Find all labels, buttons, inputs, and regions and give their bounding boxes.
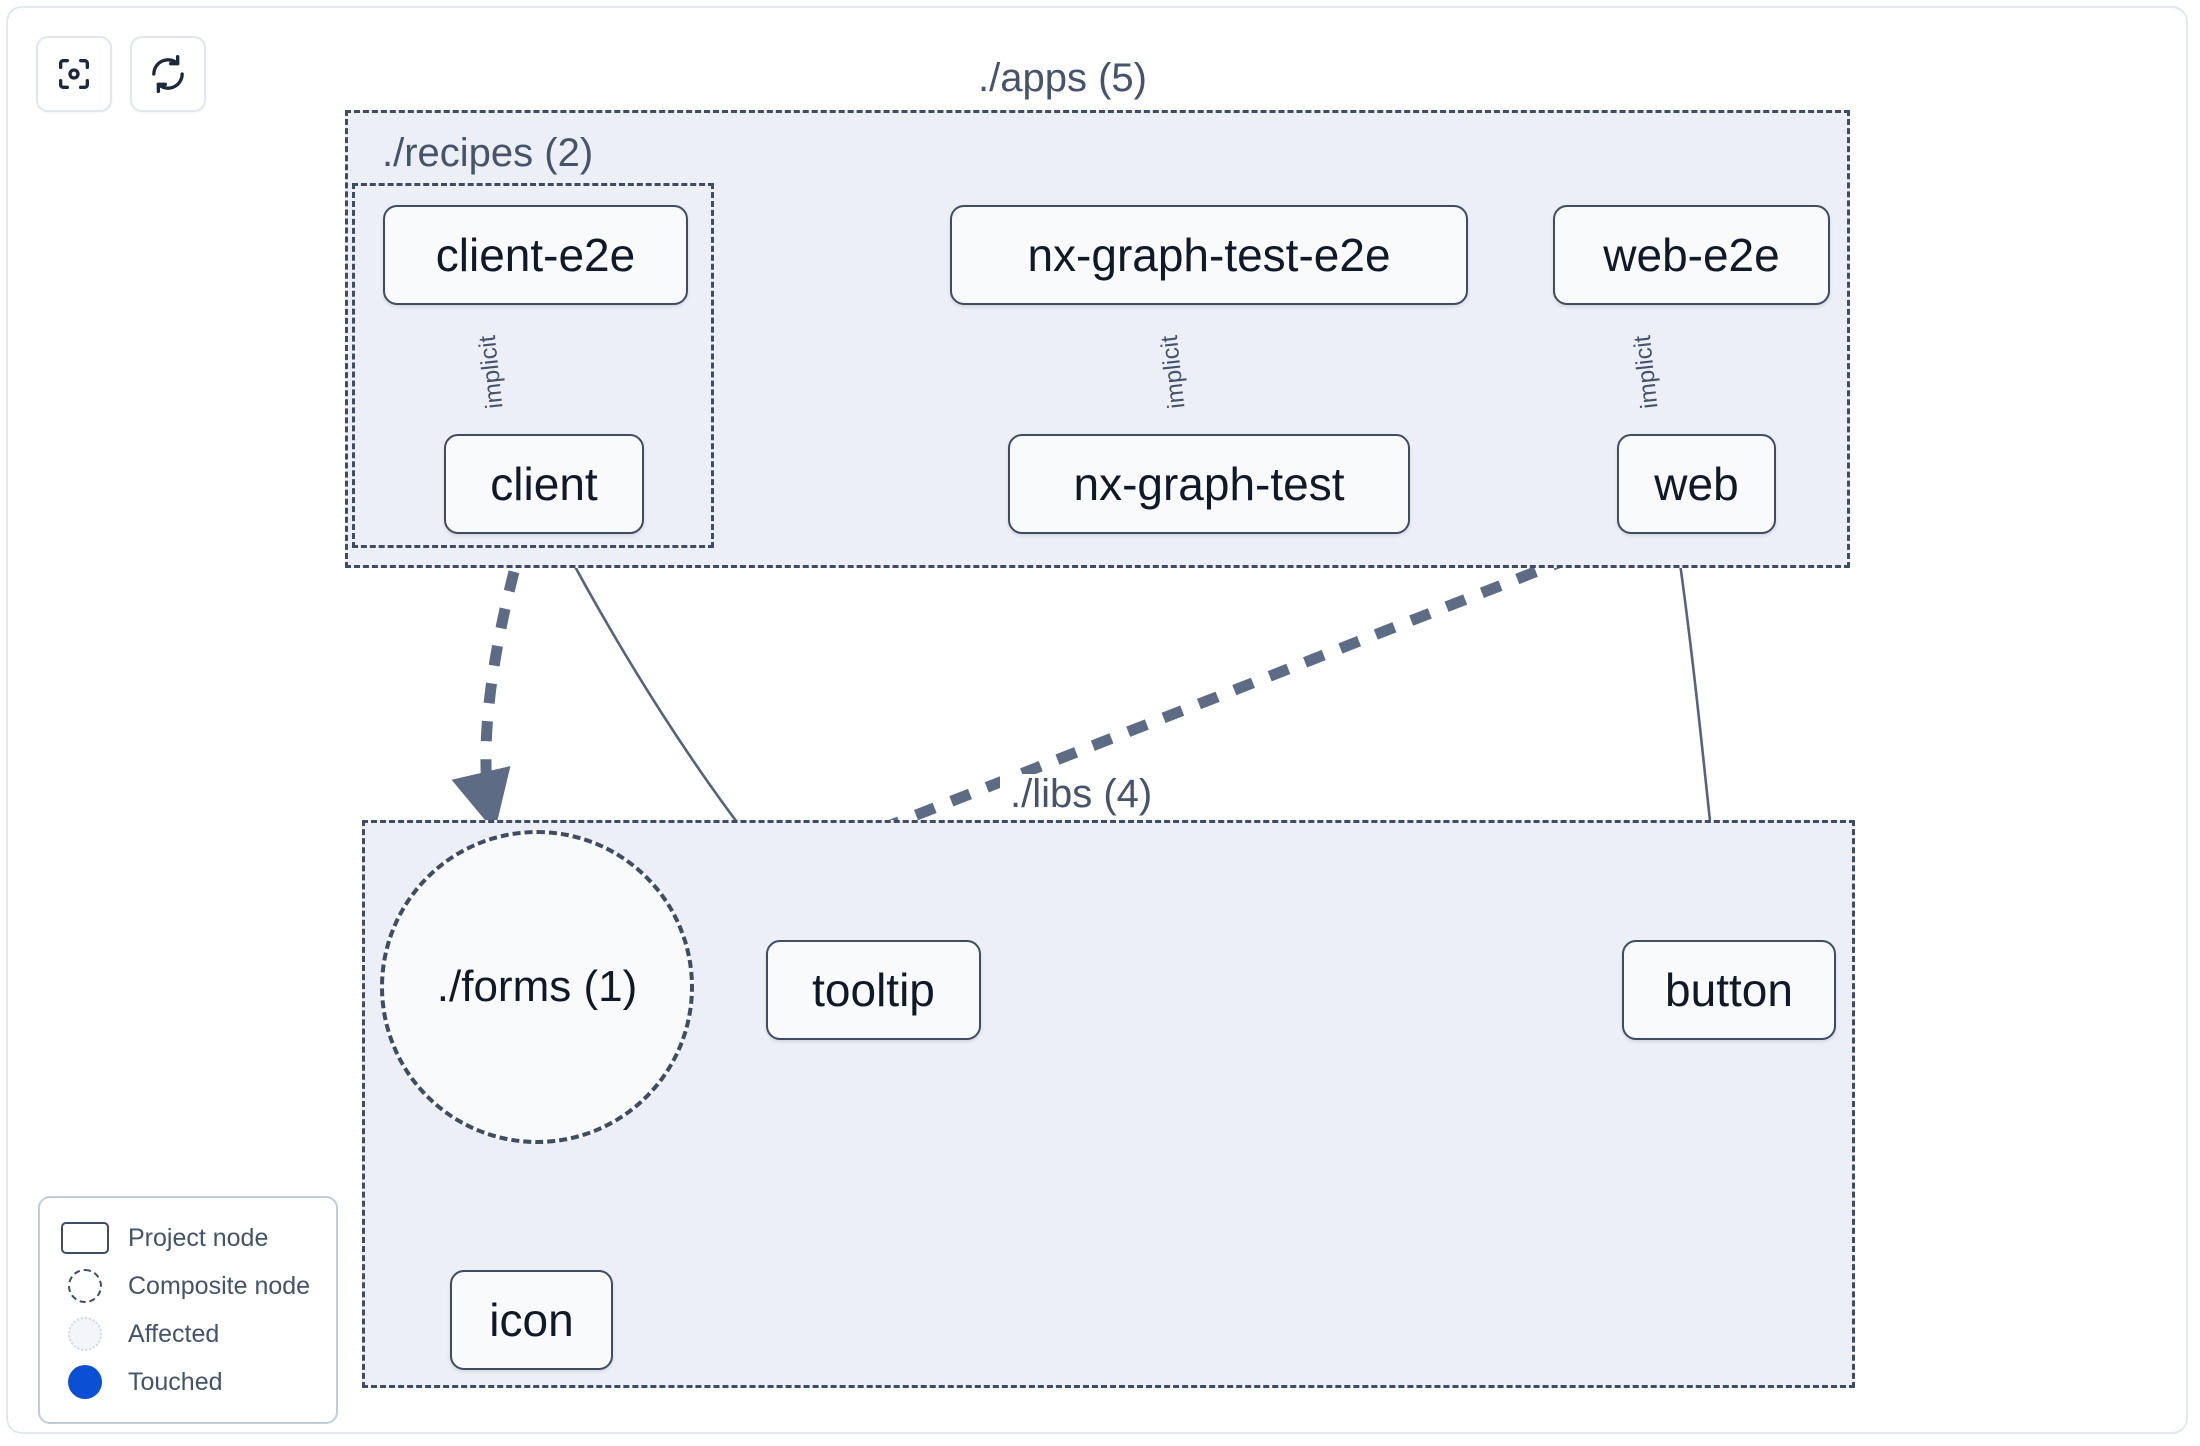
- node-forms-composite[interactable]: ./forms (1): [380, 830, 694, 1144]
- group-label-recipes: ./recipes (2): [372, 133, 604, 173]
- legend-label-composite-node: Composite node: [128, 1271, 311, 1300]
- focus-graph-button[interactable]: [36, 36, 112, 112]
- refresh-icon: [148, 54, 188, 94]
- legend-label-project-node: Project node: [128, 1223, 269, 1252]
- node-web-e2e[interactable]: web-e2e: [1553, 205, 1830, 305]
- touched-swatch: [58, 1365, 112, 1399]
- node-tooltip[interactable]: tooltip: [766, 940, 981, 1040]
- legend-item-touched: Touched: [58, 1358, 322, 1406]
- graph-toolbar: [36, 36, 206, 112]
- node-button[interactable]: button: [1622, 940, 1836, 1040]
- group-label-apps: ./apps (5): [968, 58, 1157, 98]
- affected-swatch: [58, 1317, 112, 1351]
- legend-label-affected: Affected: [128, 1319, 220, 1348]
- graph-legend: Project node Composite node Affected Tou…: [38, 1196, 338, 1424]
- group-label-libs: ./libs (4): [1000, 774, 1163, 814]
- legend-item-affected: Affected: [58, 1310, 322, 1358]
- node-nx-graph-test[interactable]: nx-graph-test: [1008, 434, 1410, 534]
- legend-label-touched: Touched: [128, 1367, 223, 1396]
- legend-item-project-node: Project node: [58, 1214, 322, 1262]
- node-nx-web[interactable]: web: [1617, 434, 1776, 534]
- focus-target-icon: [54, 54, 94, 94]
- node-icon[interactable]: icon: [450, 1270, 613, 1370]
- project-node-swatch: [58, 1222, 112, 1254]
- legend-item-composite-node: Composite node: [58, 1262, 322, 1310]
- node-nx-graph-test-e2e[interactable]: nx-graph-test-e2e: [950, 205, 1468, 305]
- composite-node-swatch: [58, 1269, 112, 1303]
- refresh-graph-button[interactable]: [130, 36, 206, 112]
- node-client-e2e[interactable]: client-e2e: [383, 205, 688, 305]
- node-client[interactable]: client: [444, 434, 644, 534]
